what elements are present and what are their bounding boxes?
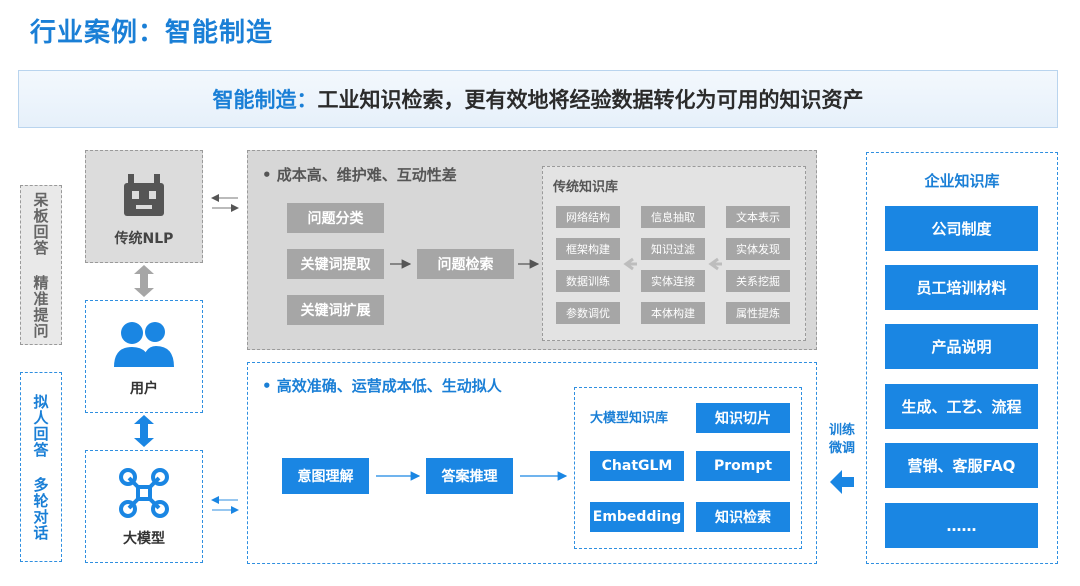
page-title: 行业案例：智能制造: [30, 18, 274, 48]
traditional-kb-item: 信息抽取: [641, 206, 705, 228]
users-icon: [114, 322, 174, 367]
node-llm-label: 大模型: [123, 531, 165, 547]
step-keyword-extraction: 关键词提取: [287, 249, 384, 279]
ent-item-process: 生成、工艺、流程: [885, 384, 1038, 429]
llm-kb-title: 大模型知识库: [590, 411, 669, 426]
train-finetune-label: 训练 微调: [828, 423, 855, 456]
ent-item-more: ……: [885, 503, 1038, 548]
robot-icon: [124, 174, 164, 216]
side-label-llm: 拟人回答 多轮对话: [20, 372, 62, 562]
traditional-kb-item: 数据训练: [556, 270, 620, 292]
step-keyword-expansion: 关键词扩展: [287, 295, 384, 325]
traditional-kb-title: 传统知识库: [553, 180, 619, 195]
traditional-kb-item: 实体发现: [726, 238, 790, 260]
traditional-heading: • 成本高、维护难、互动性差: [262, 166, 457, 184]
arrow-left: [623, 257, 637, 271]
traditional-kb-item: 属性提炼: [726, 302, 790, 324]
node-nlp-label: 传统NLP: [114, 231, 174, 247]
network-icon: [119, 468, 169, 518]
step-intent-understanding: 意图理解: [282, 458, 369, 494]
node-traditional-nlp: 传统NLP: [85, 150, 203, 263]
node-large-model: 大模型: [85, 450, 203, 563]
double-arrow-blue: [134, 415, 154, 447]
traditional-kb-item: 本体构建: [641, 302, 705, 324]
ent-item-company-policy: 公司制度: [885, 206, 1038, 251]
step-answer-reasoning: 答案推理: [426, 458, 513, 494]
subtitle-highlight: 智能制造：: [212, 88, 318, 112]
traditional-kb-item: 框架构建: [556, 238, 620, 260]
llm-kb-prompt: Prompt: [696, 451, 790, 481]
subtitle-banner: 智能制造： 工业知识检索，更有效地将经验数据转化为可用的知识资产: [18, 70, 1058, 128]
ent-item-training-material: 员工培训材料: [885, 265, 1038, 310]
llm-kb-chatglm: ChatGLM: [590, 451, 684, 481]
traditional-kb-item: 文本表示: [726, 206, 790, 228]
llm-kb-embedding: Embedding: [590, 502, 684, 532]
train-arrow-icon: [830, 470, 854, 494]
llm-kb-knowledge-retrieval: 知识检索: [696, 502, 790, 532]
step-question-classification: 问题分类: [287, 203, 384, 233]
traditional-kb-item: 关系挖掘: [726, 270, 790, 292]
traditional-kb-item: 参数调优: [556, 302, 620, 324]
subtitle-text: 工业知识检索，更有效地将经验数据转化为可用的知识资产: [317, 88, 864, 112]
llm-heading: • 高效准确、运营成本低、生动拟人: [262, 377, 502, 395]
ent-item-marketing-faq: 营销、客服FAQ: [885, 443, 1038, 488]
traditional-kb-item: 实体连接: [641, 270, 705, 292]
double-arrow-gray: [134, 265, 154, 297]
enterprise-kb-title: 企业知识库: [924, 172, 1000, 190]
llm-kb-knowledge-slicing: 知识切片: [696, 403, 790, 433]
node-user: 用户: [85, 300, 203, 413]
arrow-left: [708, 257, 722, 271]
ent-item-product-description: 产品说明: [885, 324, 1038, 369]
traditional-kb-item: 网络结构: [556, 206, 620, 228]
traditional-kb-item: 知识过滤: [641, 238, 705, 260]
step-question-retrieval: 问题检索: [417, 249, 514, 279]
node-user-label: 用户: [130, 381, 158, 397]
side-label-traditional: 呆板回答 精准提问: [20, 185, 62, 345]
